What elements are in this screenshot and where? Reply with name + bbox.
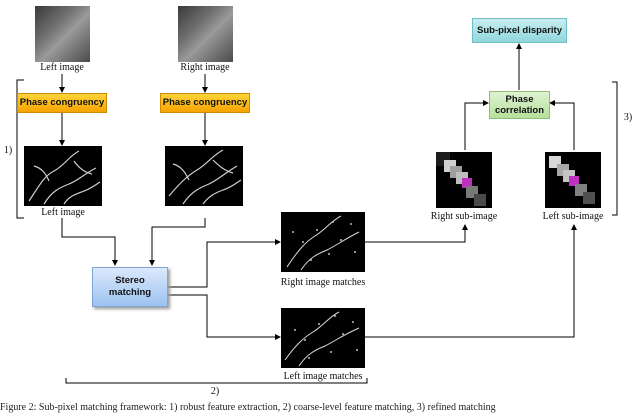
bracket-2	[65, 378, 368, 384]
bracket-1	[16, 79, 24, 219]
right-sub-image	[436, 152, 492, 208]
marker-2: 2)	[210, 386, 220, 397]
arrow-stereo-to-right-matches	[168, 239, 281, 288]
left-edge-image	[24, 146, 102, 206]
right-sub-image-label: Right sub-image	[430, 211, 498, 222]
left-edge-lines	[28, 150, 101, 205]
phase-correlation-label: Phase correlation	[494, 94, 545, 116]
phase-correlation-box: Phase correlation	[489, 91, 550, 119]
left-matches-image	[281, 308, 365, 368]
subpixel-disparity-box: Sub-pixel disparity	[472, 18, 567, 43]
right-matches-label: Right image matches	[280, 277, 366, 288]
bracket-3	[612, 81, 618, 216]
stereo-matching-box: Stereo matching	[92, 267, 168, 307]
arrow-right-edges-to-stereo	[149, 218, 206, 266]
arrow-right-matches-to-subimage	[365, 224, 468, 243]
right-edge-lines	[168, 149, 242, 205]
arrow-stereo-to-left-matches	[168, 294, 281, 340]
right-image-label: Right image	[180, 62, 230, 73]
figure-caption: Figure 2: Sub-pixel matching framework: …	[0, 402, 496, 413]
marker-3: 3)	[623, 112, 633, 123]
arrow-left-subimage-to-pcorr	[549, 100, 575, 150]
right-edge-image	[165, 146, 243, 206]
left-sub-image-pixels	[549, 156, 595, 204]
arrow-left-edges-to-stereo	[61, 218, 118, 266]
right-image-thumbnail	[178, 6, 233, 62]
left-edge-image-label: Left image	[41, 207, 85, 218]
left-image-thumbnail	[35, 6, 90, 62]
phase-congruency-right-box: Phase congruency	[160, 93, 250, 113]
right-matches-overlay	[286, 215, 360, 271]
left-sub-image	[545, 152, 601, 208]
arrow-right-subimage-to-pcorr	[464, 100, 489, 150]
arrow-left-matches-to-subimage	[365, 224, 577, 338]
right-matches-image	[281, 212, 365, 272]
phase-congruency-left-box: Phase congruency	[17, 93, 107, 113]
left-sub-image-label: Left sub-image	[542, 211, 604, 222]
left-matches-overlay	[284, 311, 360, 367]
right-sub-image-pixels	[436, 152, 486, 206]
left-image-label: Left image	[40, 62, 84, 73]
stereo-matching-label: Stereo matching	[108, 275, 152, 298]
left-matches-label: Left image matches	[283, 371, 363, 382]
marker-1: 1)	[3, 145, 13, 156]
